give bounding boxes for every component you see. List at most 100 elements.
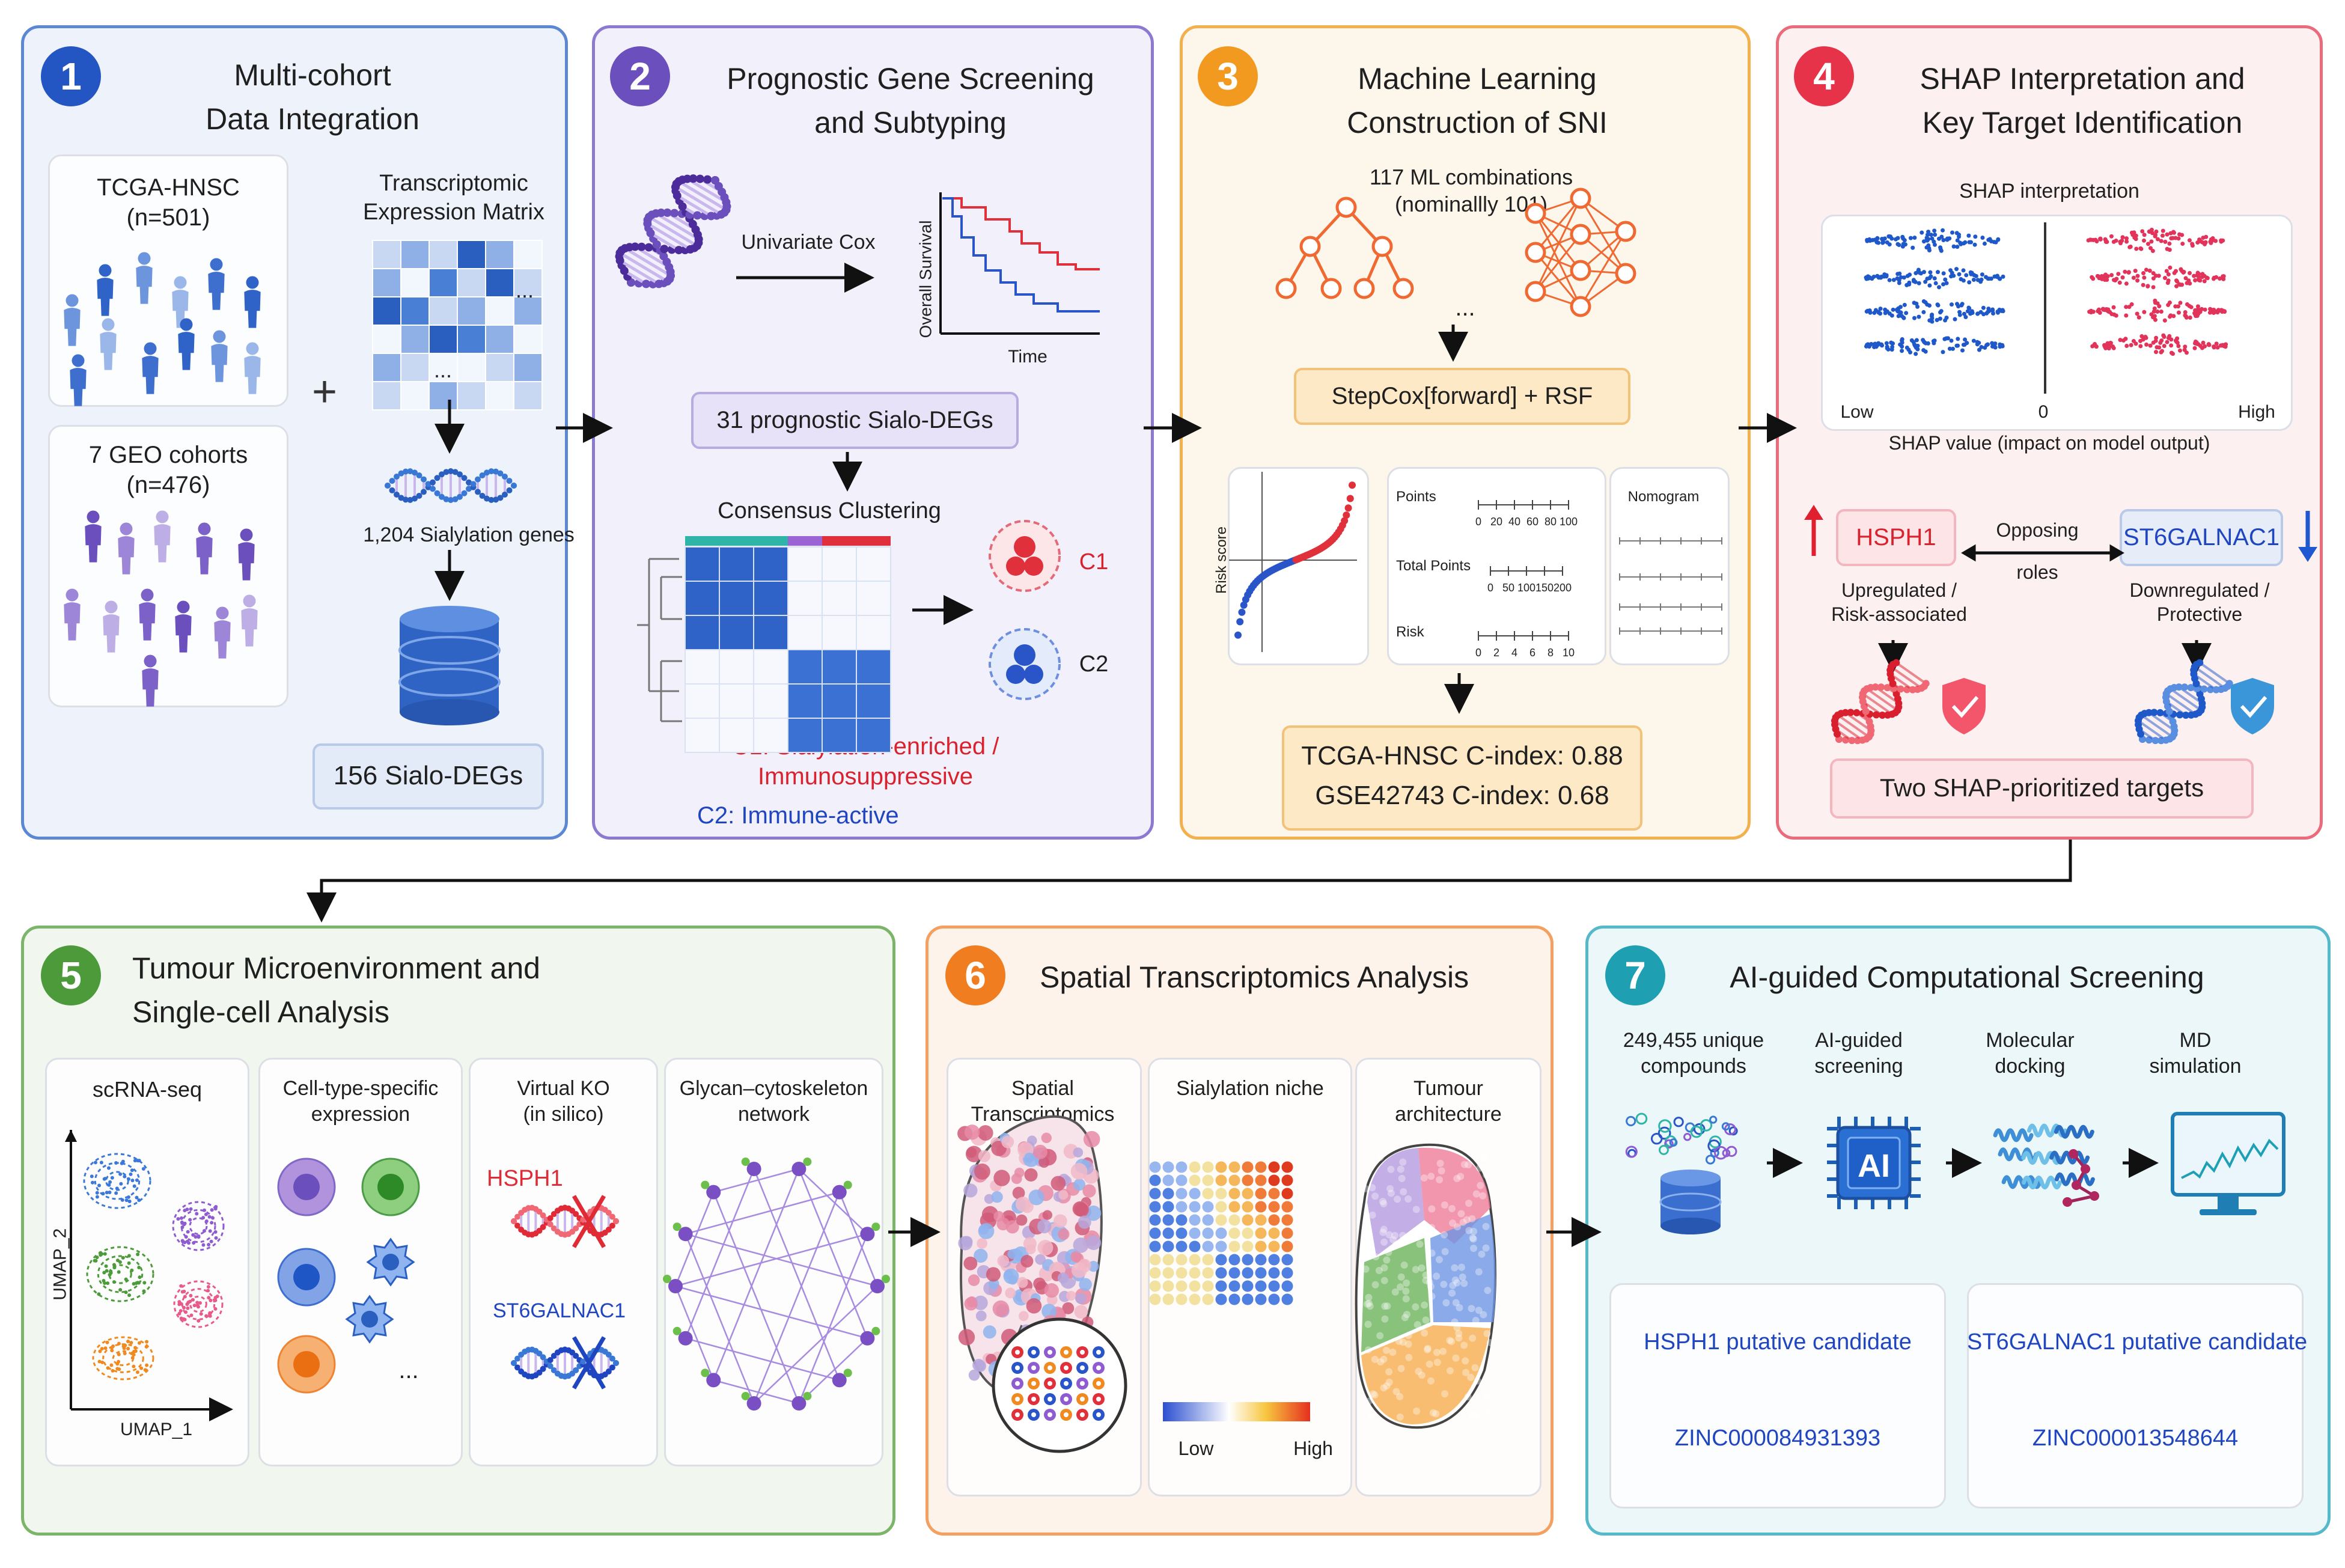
niche-low-label: Low (1178, 1438, 1214, 1459)
svg-text:40: 40 (1508, 516, 1520, 528)
glycan-network-graph (663, 1158, 890, 1411)
virtual-ko-label: Virtual KO(in silico) (517, 1077, 610, 1126)
panel-7-title: AI-guided Computational Screening (1730, 960, 2204, 994)
panel-6-title: Spatial Transcriptomics Analysis (1040, 960, 1469, 994)
consensus-heatmap (637, 536, 891, 753)
panel-1-title: Multi-cohort Data Integration (206, 58, 419, 136)
ai-chip-label: AI (1858, 1148, 1890, 1184)
shield-risk-icon (1942, 678, 1986, 734)
database-icon (398, 606, 501, 725)
ko-st6galnac1-cross (572, 1336, 606, 1390)
svg-text:0: 0 (1475, 516, 1481, 528)
neural-network-icon (1525, 188, 1636, 317)
ko-hsph1-dna (511, 1204, 619, 1238)
arrow-4-5 (306, 840, 2072, 923)
univariate-cox-label: Univariate Cox (741, 231, 876, 254)
svg-text:150: 150 (1535, 582, 1554, 594)
stepcox-rsf-box: StepCox[forward] + RSF (1294, 368, 1630, 425)
umap1-label: UMAP_1 (120, 1420, 193, 1439)
svg-text:50: 50 (1502, 582, 1514, 594)
shap-plot (1821, 215, 2293, 431)
st6galnac1-box: ST6GALNAC1 (2120, 509, 2283, 566)
svg-text:200: 200 (1554, 582, 1572, 594)
md-monitor-icon (2171, 1112, 2286, 1215)
svg-text:10: 10 (1563, 647, 1575, 659)
cluster-c1-icon (989, 520, 1061, 592)
scrna-label: scRNA-seq (92, 1077, 203, 1102)
nomogram-label: Nomogram (1627, 489, 1700, 505)
svg-text:60: 60 (1526, 516, 1538, 528)
st6galnac1-zinc-id: ZINC000013548644 (2032, 1426, 2239, 1451)
up-arrow-icon (1804, 505, 1823, 556)
svg-text:100: 100 (1517, 582, 1535, 594)
geo-label: 7 GEO cohorts(n=476) (88, 442, 248, 498)
dna-protective-icon (2134, 659, 2233, 745)
tcga-label: TCGA-HNSC(n=501) (97, 174, 240, 231)
sialylation-genes-label: 1,204 Sialylation genes (363, 523, 575, 546)
dna-icon-p1 (385, 468, 517, 503)
niche-heatmap (1149, 1161, 1293, 1305)
sialo-degs-box: 156 Sialo-DEGs (313, 743, 544, 810)
niche-high-label: High (1293, 1438, 1333, 1459)
svg-text:2: 2 (1493, 647, 1499, 659)
risk-row-label: Risk (1396, 624, 1424, 640)
hsph1-candidate-box (1609, 1283, 1946, 1509)
niche-colorbar (1163, 1402, 1310, 1421)
matrix-dots-row: ... (434, 358, 452, 382)
panel-7-ai-screening: 7 AI-guided Computational Screening 249,… (1585, 926, 2331, 1536)
ml-combinations-label: 117 ML combinations(nominallly 101) (1369, 165, 1573, 216)
svg-text:0: 0 (1475, 647, 1481, 659)
svg-text:100: 100 (1560, 516, 1578, 528)
two-targets-box: Two SHAP-prioritized targets (1830, 758, 2254, 819)
niche-label: Sialylation niche (1176, 1077, 1324, 1100)
flow-arrows (306, 413, 2072, 1247)
downregulated-label: Downregulated /Protective (2129, 579, 2270, 625)
shap-zero: 0 (2038, 402, 2049, 422)
ko-hsph1-cross (572, 1195, 606, 1248)
total-points-label: Total Points (1396, 558, 1471, 574)
c2-description: C2: Immune-active (697, 802, 899, 829)
compound-library-icon (1625, 1112, 1738, 1234)
km-survival-plot (939, 192, 1100, 335)
km-curve-high (942, 197, 1100, 270)
svg-text:4: 4 (1511, 647, 1517, 659)
hsph1-zinc-id: ZINC000084931393 (1674, 1426, 1881, 1451)
tcga-people-icons (64, 252, 261, 406)
ml-dots: ... (1455, 294, 1475, 321)
ko-hsph1-label: HSPH1 (487, 1166, 563, 1191)
shap-high: High (2238, 402, 2275, 422)
svg-text:8: 8 (1548, 647, 1554, 659)
c1-label: C1 (1079, 549, 1109, 575)
virtual-ko-panel (469, 1058, 658, 1466)
panel-1-number: 1 (41, 46, 101, 106)
tumour-architecture-map (1355, 1143, 1496, 1429)
st6galnac1-candidate-label: ST6GALNAC1 putative candidate (1967, 1329, 2308, 1355)
cluster-c2-icon (989, 628, 1061, 700)
protein-docking-icon (1993, 1123, 2099, 1207)
ko-st6galnac1-label: ST6GALNAC1 (493, 1299, 626, 1322)
shap-title: SHAP interpretation (1959, 180, 2139, 203)
consensus-clustering-label: Consensus Clustering (718, 498, 941, 523)
glycan-network-panel (664, 1058, 883, 1466)
nomogram-panel (1609, 467, 1730, 665)
shield-protective-icon (2231, 678, 2274, 734)
panel-6-number: 6 (945, 945, 1005, 1005)
expression-matrix (372, 240, 543, 410)
risk-score-curve (1229, 472, 1357, 652)
panel-7-number: 7 (1605, 945, 1665, 1005)
survival-xlabel: Time (1008, 347, 1047, 367)
panel-3-number: 3 (1198, 46, 1258, 106)
ai-chip-icon (1827, 1117, 1921, 1209)
